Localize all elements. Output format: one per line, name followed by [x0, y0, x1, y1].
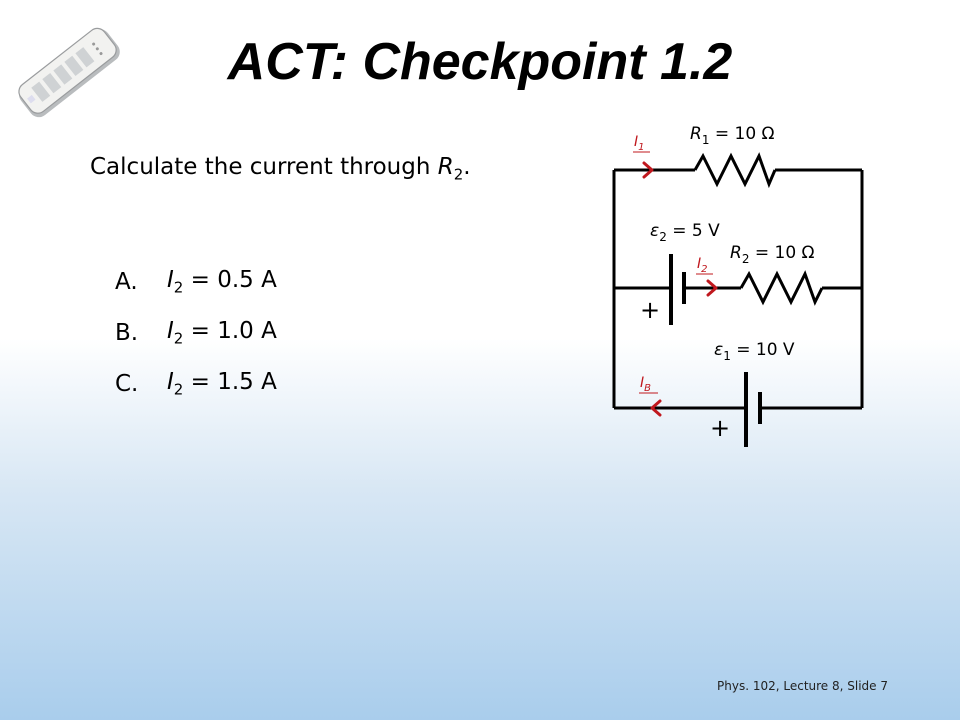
answer-option-b[interactable]: B. I2 = 1.0 A — [115, 307, 277, 358]
r1-sub: 1 — [702, 133, 710, 147]
ib-var: I — [640, 375, 644, 391]
r2-var: R — [730, 243, 742, 263]
r1-value: = 10 Ω — [709, 124, 774, 144]
question-variable: R — [437, 154, 454, 180]
option-variable: I — [167, 317, 174, 344]
emf2-plus-sign: + — [640, 296, 660, 324]
option-text: I2 = 1.0 A — [167, 318, 277, 348]
ib-sub: B — [644, 383, 651, 394]
slide-footer: Phys. 102, Lecture 8, Slide 7 — [717, 679, 888, 693]
r2-sub: 2 — [742, 252, 750, 266]
current-arrow-i2 — [706, 279, 718, 297]
clicker-remote-icon — [18, 27, 120, 118]
answer-options: A. I2 = 0.5 A B. I2 = 1.0 A C. I2 = 1.5 … — [115, 256, 277, 409]
option-letter: B. — [115, 319, 139, 346]
i2-var: I — [697, 256, 701, 272]
r1-var: R — [690, 124, 702, 144]
ib-label: IB — [640, 375, 651, 394]
option-letter: A. — [115, 268, 138, 295]
r2-value: = 10 Ω — [749, 243, 814, 263]
option-text: I2 = 1.5 A — [167, 369, 277, 399]
emf2-sub: 2 — [659, 230, 667, 244]
answer-option-c[interactable]: C. I2 = 1.5 A — [115, 358, 277, 409]
emf1-var: ε — [714, 340, 723, 360]
current-arrow-i1 — [642, 161, 654, 179]
emf2-var: ε — [650, 221, 659, 241]
option-variable: I — [167, 368, 174, 395]
i1-label: I1 — [634, 134, 645, 153]
option-value: = 1.0 A — [183, 317, 277, 344]
option-letter: C. — [115, 370, 139, 397]
option-value: = 0.5 A — [183, 266, 277, 293]
r2-label: R2 = 10 Ω — [730, 243, 815, 266]
i1-sub: 1 — [638, 142, 644, 153]
resistor-r2 — [739, 270, 824, 306]
i2-sub: 2 — [701, 264, 707, 275]
i2-label: I2 — [697, 256, 708, 275]
option-subscript: 2 — [173, 329, 184, 348]
question-text: Calculate the current through R2. — [90, 154, 471, 184]
option-text: I2 = 0.5 A — [167, 267, 277, 297]
option-subscript: 2 — [173, 380, 184, 399]
option-variable: I — [167, 266, 174, 293]
emf2-value: = 5 V — [667, 221, 720, 241]
resistor-r1 — [693, 152, 777, 189]
option-subscript: 2 — [173, 278, 184, 297]
emf1-plus-sign: + — [710, 414, 730, 442]
question-end: . — [463, 154, 471, 180]
emf1-value: = 10 V — [731, 340, 795, 360]
answer-option-a[interactable]: A. I2 = 0.5 A — [115, 256, 277, 307]
current-arrow-ib — [650, 399, 662, 417]
r1-label: R1 = 10 Ω — [690, 124, 775, 147]
slide-title: ACT: Checkpoint 1.2 — [227, 33, 733, 91]
question-lead: Calculate the current through — [90, 154, 438, 180]
emf1-label: ε1 = 10 V — [714, 340, 795, 363]
question-subscript: 2 — [453, 165, 464, 184]
emf1-sub: 1 — [723, 349, 731, 363]
i1-var: I — [634, 134, 638, 150]
option-value: = 1.5 A — [183, 368, 277, 395]
emf2-label: ε2 = 5 V — [650, 221, 720, 244]
